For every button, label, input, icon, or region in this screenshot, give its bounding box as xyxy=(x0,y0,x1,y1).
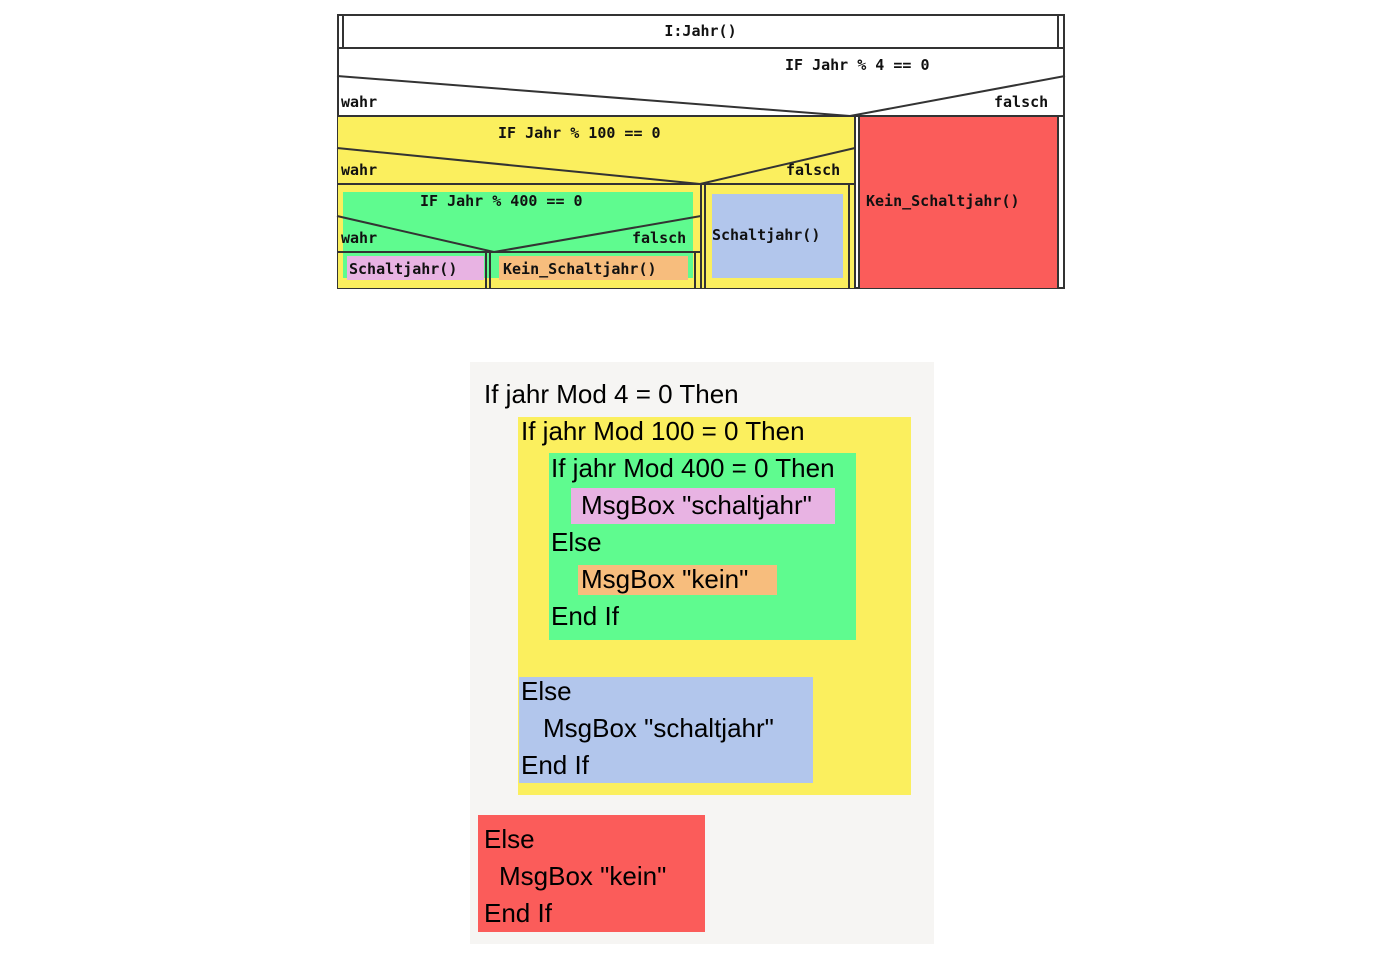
blue-block xyxy=(712,194,843,278)
orange-region xyxy=(578,565,777,595)
title: I:Jahr() xyxy=(664,22,737,40)
if1-condition: IF Jahr % 4 == 0 xyxy=(785,56,930,74)
if2-false-action: Schaltjahr() xyxy=(712,226,821,244)
blue-region xyxy=(519,677,813,783)
code-line: MsgBox "kein" xyxy=(581,564,749,594)
red-block xyxy=(860,116,1058,288)
if2-false-label: falsch xyxy=(786,161,841,179)
pink-region xyxy=(571,488,835,524)
code-line: Else xyxy=(551,527,602,557)
code-line: End If xyxy=(551,601,619,631)
if1-false-label: falsch xyxy=(994,93,1049,111)
if2-true-label: wahr xyxy=(341,161,378,179)
code-line: If jahr Mod 400 = 0 Then xyxy=(551,453,835,483)
code-line: If jahr Mod 100 = 0 Then xyxy=(521,416,805,446)
code-line: MsgBox "schaltjahr" xyxy=(581,490,812,520)
if1-true-label: wahr xyxy=(341,93,378,111)
diagram-lines xyxy=(336,14,1066,288)
if3-condition: IF Jahr % 400 == 0 xyxy=(420,192,583,210)
code-line: MsgBox "kein" xyxy=(499,861,667,891)
code-line: Else xyxy=(521,676,572,706)
if3-false-action: Kein_Schaltjahr() xyxy=(503,260,657,278)
red-region xyxy=(478,815,705,932)
if1-false-action: Kein_Schaltjahr() xyxy=(866,192,1020,210)
pink-block xyxy=(347,256,484,280)
code-line: If jahr Mod 4 = 0 Then xyxy=(484,379,739,409)
code-line: Else xyxy=(484,824,535,854)
if3-true-label: wahr xyxy=(341,229,378,247)
if2-condition: IF Jahr % 100 == 0 xyxy=(498,124,661,142)
green-region xyxy=(549,453,856,640)
code-line: End If xyxy=(521,750,589,780)
code-line: MsgBox "schaltjahr" xyxy=(543,713,774,743)
if3-false-label: falsch xyxy=(632,229,687,247)
code-line: End If xyxy=(484,898,552,928)
orange-block xyxy=(499,256,688,280)
if3-true-action: Schaltjahr() xyxy=(349,260,458,278)
